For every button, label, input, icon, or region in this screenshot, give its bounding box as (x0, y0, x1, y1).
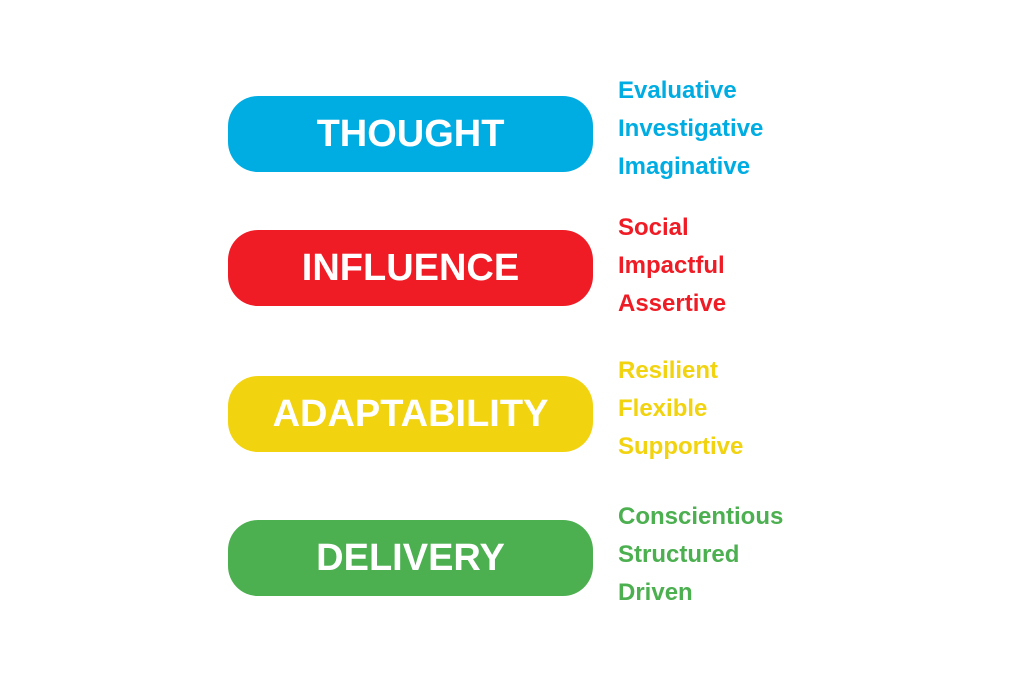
trait-list-adaptability: Resilient Flexible Supportive (618, 352, 743, 466)
category-pill-thought: THOUGHT (228, 96, 593, 172)
trait-item: Driven (618, 579, 693, 606)
trait-item: Structured (618, 541, 740, 568)
trait-list-influence: Social Impactful Assertive (618, 209, 726, 323)
trait-item: Imaginative (618, 153, 751, 180)
trait-item: Investigative (618, 115, 764, 142)
trait-item: Conscientious (618, 503, 784, 530)
trait-item: Resilient (618, 357, 719, 384)
trait-list-thought: Evaluative Investigative Imaginative (618, 72, 763, 186)
trait-item: Impactful (618, 252, 725, 279)
trait-item: Flexible (618, 395, 708, 422)
trait-item: Supportive (618, 433, 744, 460)
category-pill-influence: INFLUENCE (228, 230, 593, 306)
category-pill-delivery: DELIVERY (228, 520, 593, 596)
trait-item: Assertive (618, 290, 727, 317)
category-pill-adaptability: ADAPTABILITY (228, 376, 593, 452)
trait-item: Social (618, 214, 689, 241)
trait-list-delivery: Conscientious Structured Driven (618, 498, 783, 612)
trait-item: Evaluative (618, 77, 737, 104)
